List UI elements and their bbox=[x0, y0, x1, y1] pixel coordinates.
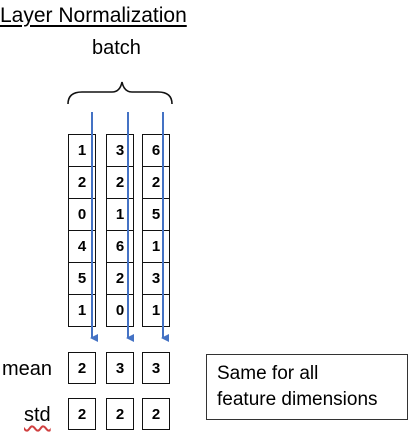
cell: 3 bbox=[142, 263, 170, 295]
std-value: 2 bbox=[106, 398, 134, 430]
batch-column-2: 3 2 1 6 2 0 bbox=[106, 134, 134, 327]
std-label: std bbox=[24, 404, 51, 426]
cell: 2 bbox=[106, 167, 134, 199]
mean-value: 3 bbox=[142, 352, 170, 384]
cell: 1 bbox=[68, 134, 96, 167]
mean-value: 2 bbox=[68, 352, 96, 384]
cell: 2 bbox=[106, 263, 134, 295]
cell: 1 bbox=[142, 295, 170, 327]
mean-label: mean bbox=[2, 358, 53, 380]
cell: 3 bbox=[106, 134, 134, 167]
cell: 4 bbox=[68, 231, 96, 263]
note-line: feature dimensions bbox=[217, 389, 378, 410]
batch-column-1: 1 2 0 4 5 1 bbox=[68, 134, 96, 327]
cell: 0 bbox=[68, 199, 96, 231]
cell: 2 bbox=[68, 167, 96, 199]
diagram-title: Layer Normalization bbox=[0, 4, 187, 27]
note-box: Same for all feature dimensions bbox=[206, 354, 408, 420]
note-line: Same for all bbox=[217, 363, 319, 384]
batch-column-3: 6 2 5 1 3 1 bbox=[142, 134, 170, 327]
cell: 0 bbox=[106, 295, 134, 327]
cell: 5 bbox=[68, 263, 96, 295]
batch-label: batch bbox=[92, 37, 141, 59]
cell: 2 bbox=[142, 167, 170, 199]
cell: 1 bbox=[106, 199, 134, 231]
cell: 5 bbox=[142, 199, 170, 231]
cell: 6 bbox=[142, 134, 170, 167]
std-value: 2 bbox=[68, 398, 96, 430]
batch-brace bbox=[67, 81, 173, 105]
cell: 6 bbox=[106, 231, 134, 263]
mean-value: 3 bbox=[106, 352, 134, 384]
cell: 1 bbox=[68, 295, 96, 327]
cell: 1 bbox=[142, 231, 170, 263]
std-value: 2 bbox=[142, 398, 170, 430]
